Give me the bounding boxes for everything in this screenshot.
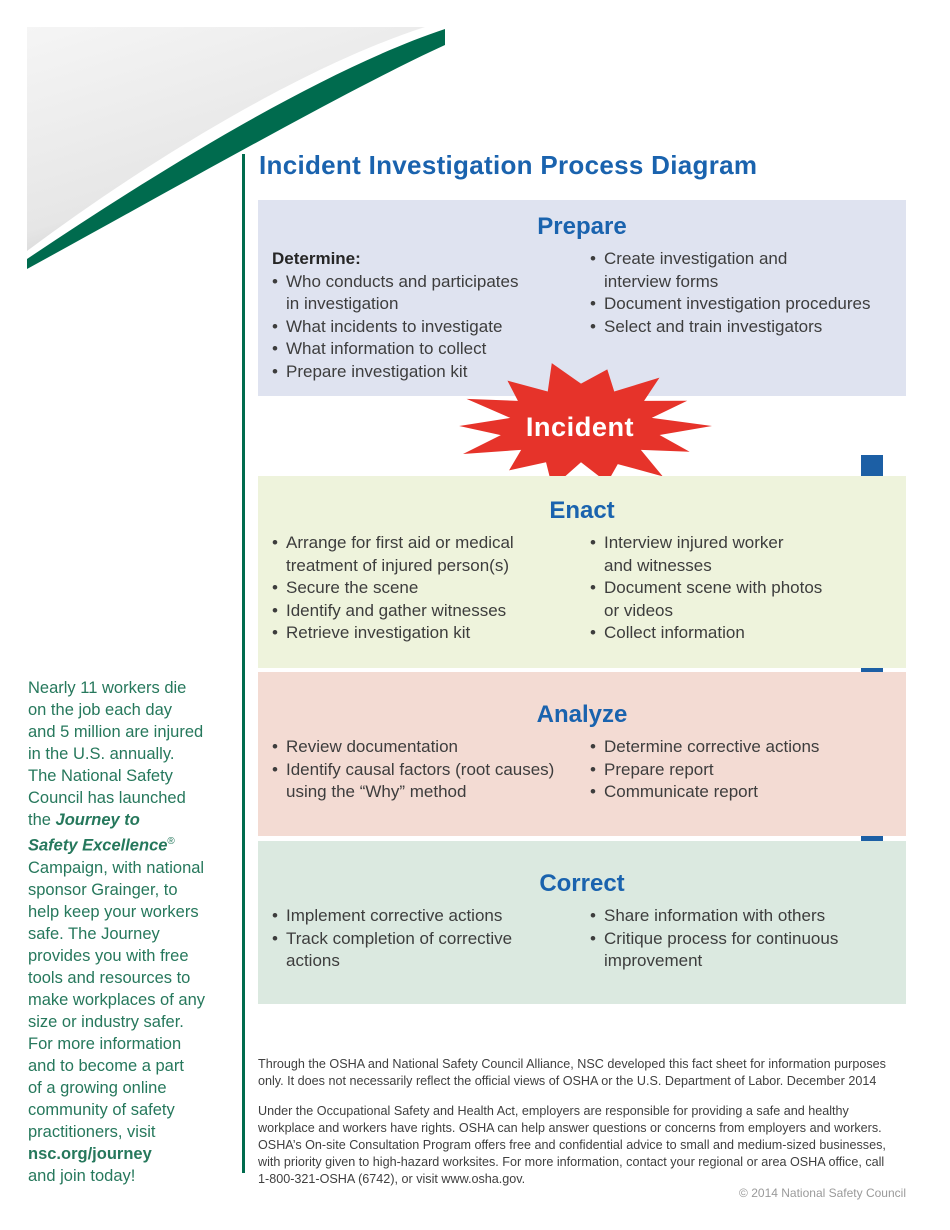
bullet-item: •Review documentation xyxy=(272,737,458,756)
disclaimer-paragraph-2: Under the Occupational Safety and Health… xyxy=(258,1104,886,1186)
bullet-item: •What information to collect xyxy=(272,339,487,358)
bullet-item: •Select and train investigators xyxy=(590,316,823,336)
vertical-divider xyxy=(242,154,245,1173)
text-segment: Nearly 11 workers die on the job each da… xyxy=(28,679,204,829)
incident-starburst: Incident xyxy=(459,363,712,488)
copyright-notice: © 2014 National Safety Council xyxy=(739,1186,906,1200)
bullet-item: •Create investigation and interview form… xyxy=(590,249,788,291)
correct-left-bullets: •Implement corrective actions •Track comp… xyxy=(272,905,590,973)
enact-left-bullets: •Arrange for first aid or medical treatm… xyxy=(272,532,590,645)
bullet-item: •Determine corrective actions xyxy=(590,737,820,756)
disclaimer-paragraph-1: Through the OSHA and National Safety Cou… xyxy=(258,1057,886,1088)
prepare-right-bullets: •Create investigation and interview form… xyxy=(590,248,900,338)
bullet-item: •Communicate report xyxy=(590,782,759,801)
section-correct: Correct •Implement corrective actions •Tr… xyxy=(258,841,906,1004)
text-segment: Journey to Safety Excellence xyxy=(28,811,168,855)
determine-heading: Determine: xyxy=(272,249,361,268)
enact-right-bullets: •Interview injured worker and witnesses•… xyxy=(590,532,900,645)
analyze-left-bullets: •Review documentation •Identify causal fa… xyxy=(272,736,590,804)
prepare-left-bullets: •Who conducts and participates in invest… xyxy=(272,271,590,384)
section-correct-title: Correct xyxy=(539,870,625,897)
prepare-left-column: Determine: •Who conducts and participate… xyxy=(272,248,590,383)
text-segment: and join today! xyxy=(28,1166,136,1185)
section-prepare-title: Prepare xyxy=(537,213,627,240)
bullet-item: •Arrange for first aid or medical treatm… xyxy=(272,533,514,575)
bullet-item: •Identify causal factors (root causes) u… xyxy=(272,759,555,802)
bullet-item: •Who conducts and participates in invest… xyxy=(272,271,519,314)
bullet-item: •Collect information xyxy=(590,623,745,642)
analyze-right-bullets: •Determine corrective actions •Prepare re… xyxy=(590,736,900,804)
starburst-shape xyxy=(459,363,712,488)
enact-left-column: •Arrange for first aid or medical treatm… xyxy=(272,532,590,645)
bullet-item: •What incidents to investigate xyxy=(272,316,503,336)
bullet-item: •Document scene with photos or videos xyxy=(590,578,823,620)
correct-right-bullets: •Share information with others •Critique … xyxy=(590,905,900,973)
section-enact: Enact •Arrange for first aid or medical … xyxy=(258,476,906,668)
bullet-item: •Identify and gather witnesses xyxy=(272,600,507,620)
green-swoosh-icon xyxy=(27,29,445,269)
section-analyze-title: Analyze xyxy=(536,701,628,728)
footer-disclaimer: Through the OSHA and National Safety Cou… xyxy=(258,1056,948,1201)
corner-swoosh-decoration xyxy=(27,27,445,269)
section-prepare: Prepare Determine: •Who conducts and par… xyxy=(258,200,906,396)
correct-right-column: •Share information with others •Critique … xyxy=(590,905,900,973)
analyze-right-column: •Determine corrective actions •Prepare re… xyxy=(590,736,900,804)
gray-curve-shape xyxy=(27,27,425,251)
text-segment: ® xyxy=(167,836,175,847)
bullet-item: •Interview injured worker and witnesses xyxy=(590,533,784,575)
text-segment: Campaign, with national sponsor Grainger… xyxy=(28,858,205,1141)
bullet-item: •Secure the scene xyxy=(272,578,419,597)
bullet-item: •Retrieve investigation kit xyxy=(272,623,471,642)
correct-left-column: •Implement corrective actions •Track comp… xyxy=(272,905,590,973)
bullet-item: •Implement corrective actions xyxy=(272,906,503,925)
bullet-item: •Critique process for continuous improve… xyxy=(590,928,839,971)
bullet-item: •Track completion of corrective actions xyxy=(272,928,513,971)
incident-label: Incident xyxy=(526,411,634,442)
bullet-item: •Prepare investigation kit xyxy=(272,361,468,381)
bullet-item: •Share information with others xyxy=(590,906,826,925)
section-analyze: Analyze •Review documentation •Identify c… xyxy=(258,672,906,836)
analyze-left-column: •Review documentation •Identify causal fa… xyxy=(272,736,590,804)
page-title: Incident Investigation Process Diagram xyxy=(259,150,758,180)
bullet-item: •Prepare report xyxy=(590,759,714,779)
prepare-right-column: •Create investigation and interview form… xyxy=(590,248,900,383)
bullet-item: •Document investigation procedures xyxy=(590,294,871,313)
text-segment: nsc.org/journey xyxy=(28,1144,152,1163)
enact-right-column: •Interview injured worker and witnesses•… xyxy=(590,532,900,645)
sidebar-note: Nearly 11 workers die on the job each da… xyxy=(28,677,246,1187)
section-enact-title: Enact xyxy=(549,497,615,524)
